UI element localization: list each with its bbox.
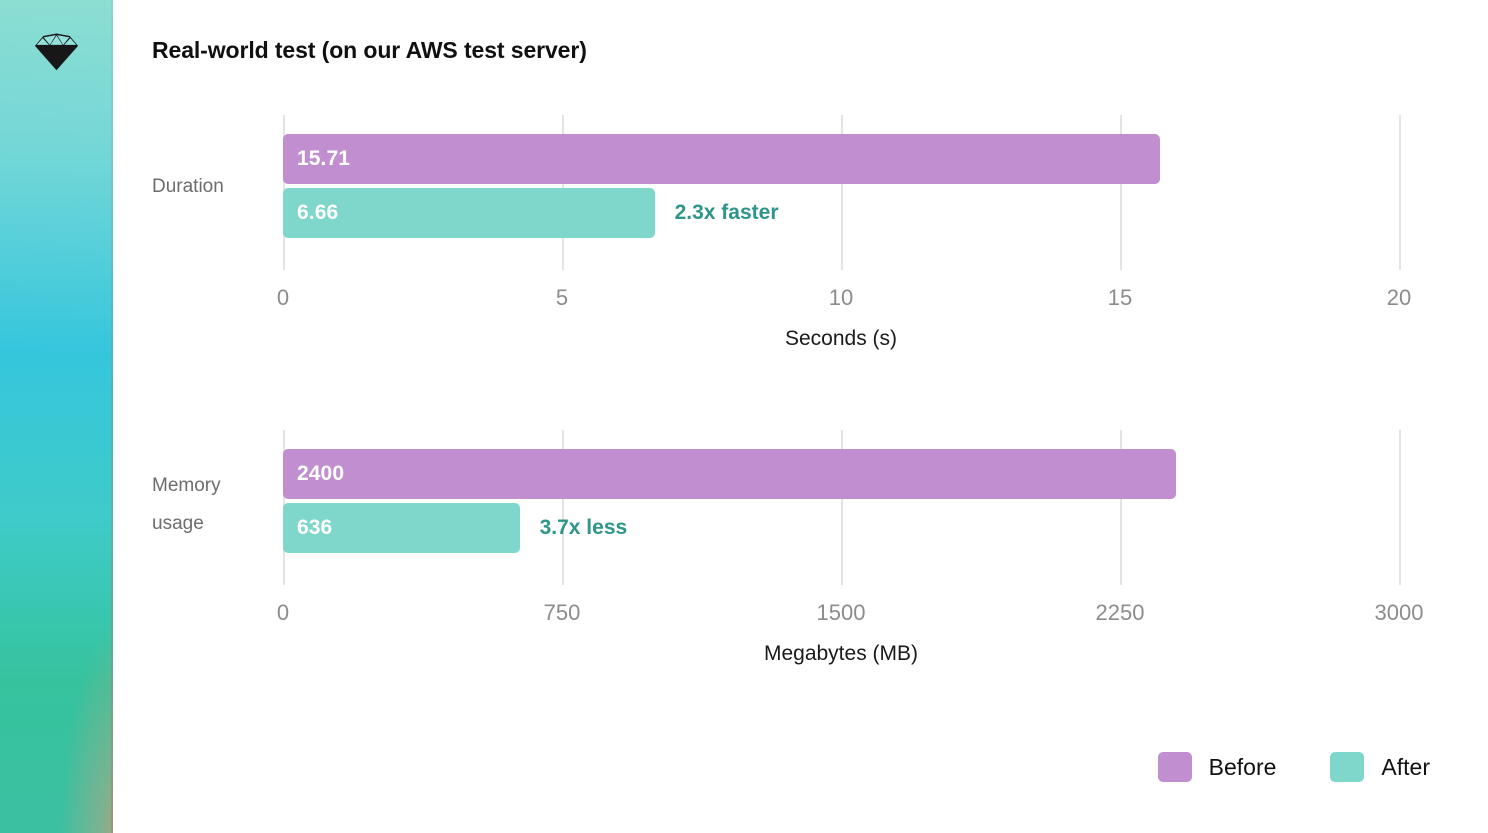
tick-label: 0 <box>276 600 290 625</box>
page-title: Real-world test (on our AWS test server) <box>152 37 587 63</box>
sketch-diamond-icon <box>33 28 80 75</box>
legend-swatch-before-icon <box>1157 752 1192 782</box>
bar-value-label: 636 <box>297 516 333 539</box>
bar-group-memory-usage: 2400 636 3.7x less <box>283 449 1399 557</box>
tick-label: 15 <box>1107 285 1133 310</box>
category-label-memory-usage: Memory usage <box>152 467 277 543</box>
rail-edge-divider <box>111 0 113 833</box>
gridline <box>841 430 843 585</box>
bar-value-label: 6.66 <box>297 201 339 224</box>
x-axis-title-duration: Seconds (s) <box>784 327 898 350</box>
bar-before-memory-usage: 2400 <box>283 449 1176 499</box>
annotation-memory-usage: 3.7x less <box>539 516 628 539</box>
legend-item-before: Before <box>1157 752 1277 782</box>
chart-legend: Before After <box>1157 752 1430 782</box>
tick-label: 2250 <box>1095 600 1145 625</box>
tick-label: 750 <box>543 600 581 625</box>
bar-before-duration: 15.71 <box>283 134 1160 184</box>
bar-value-label: 2400 <box>297 462 345 485</box>
x-axis-ticks-memory-usage: 0 750 1500 2250 3000 <box>277 600 1424 630</box>
tick-label: 3000 <box>1374 600 1424 625</box>
bar-value-label: 15.71 <box>297 147 351 170</box>
category-label-line-2: usage <box>152 513 204 534</box>
bar-after-duration: 6.66 <box>283 188 655 238</box>
tick-label: 5 <box>555 285 569 310</box>
tick-label: 20 <box>1386 285 1412 310</box>
bar-group-duration: 15.71 6.66 2.3x faster <box>283 134 1399 242</box>
bar-row-after: 6.66 2.3x faster <box>283 188 1399 238</box>
bar-after-memory-usage: 636 <box>283 503 520 553</box>
bar-row-after: 636 3.7x less <box>283 503 1399 553</box>
legend-swatch-after-icon <box>1330 752 1365 782</box>
gridline <box>1120 115 1122 270</box>
bar-row-before: 15.71 <box>283 134 1399 184</box>
gridline <box>1120 430 1122 585</box>
legend-label-after: After <box>1381 753 1430 780</box>
tick-label: 10 <box>828 285 854 310</box>
gridline <box>1399 115 1401 270</box>
gridline <box>1399 430 1401 585</box>
legend-item-after: After <box>1330 752 1430 782</box>
x-axis-title-memory-usage: Megabytes (MB) <box>763 642 919 665</box>
bar-row-before: 2400 <box>283 449 1399 499</box>
x-axis-ticks-duration: 0 5 10 15 20 <box>277 285 1411 315</box>
gridline <box>841 115 843 270</box>
slide-content: Real-world test (on our AWS test server)… <box>113 0 1488 833</box>
plot-area-duration: 15.71 6.66 2.3x faster <box>283 115 1401 270</box>
category-label-duration: Duration <box>152 176 224 197</box>
tick-label: 1500 <box>816 600 866 625</box>
plot-area-memory-usage: 2400 636 3.7x less <box>283 430 1401 585</box>
category-label-line-1: Memory <box>152 475 221 496</box>
legend-label-before: Before <box>1208 753 1277 780</box>
gridline <box>562 430 564 585</box>
brand-rail <box>0 0 113 833</box>
annotation-duration: 2.3x faster <box>674 201 779 224</box>
tick-label: 0 <box>276 285 290 310</box>
